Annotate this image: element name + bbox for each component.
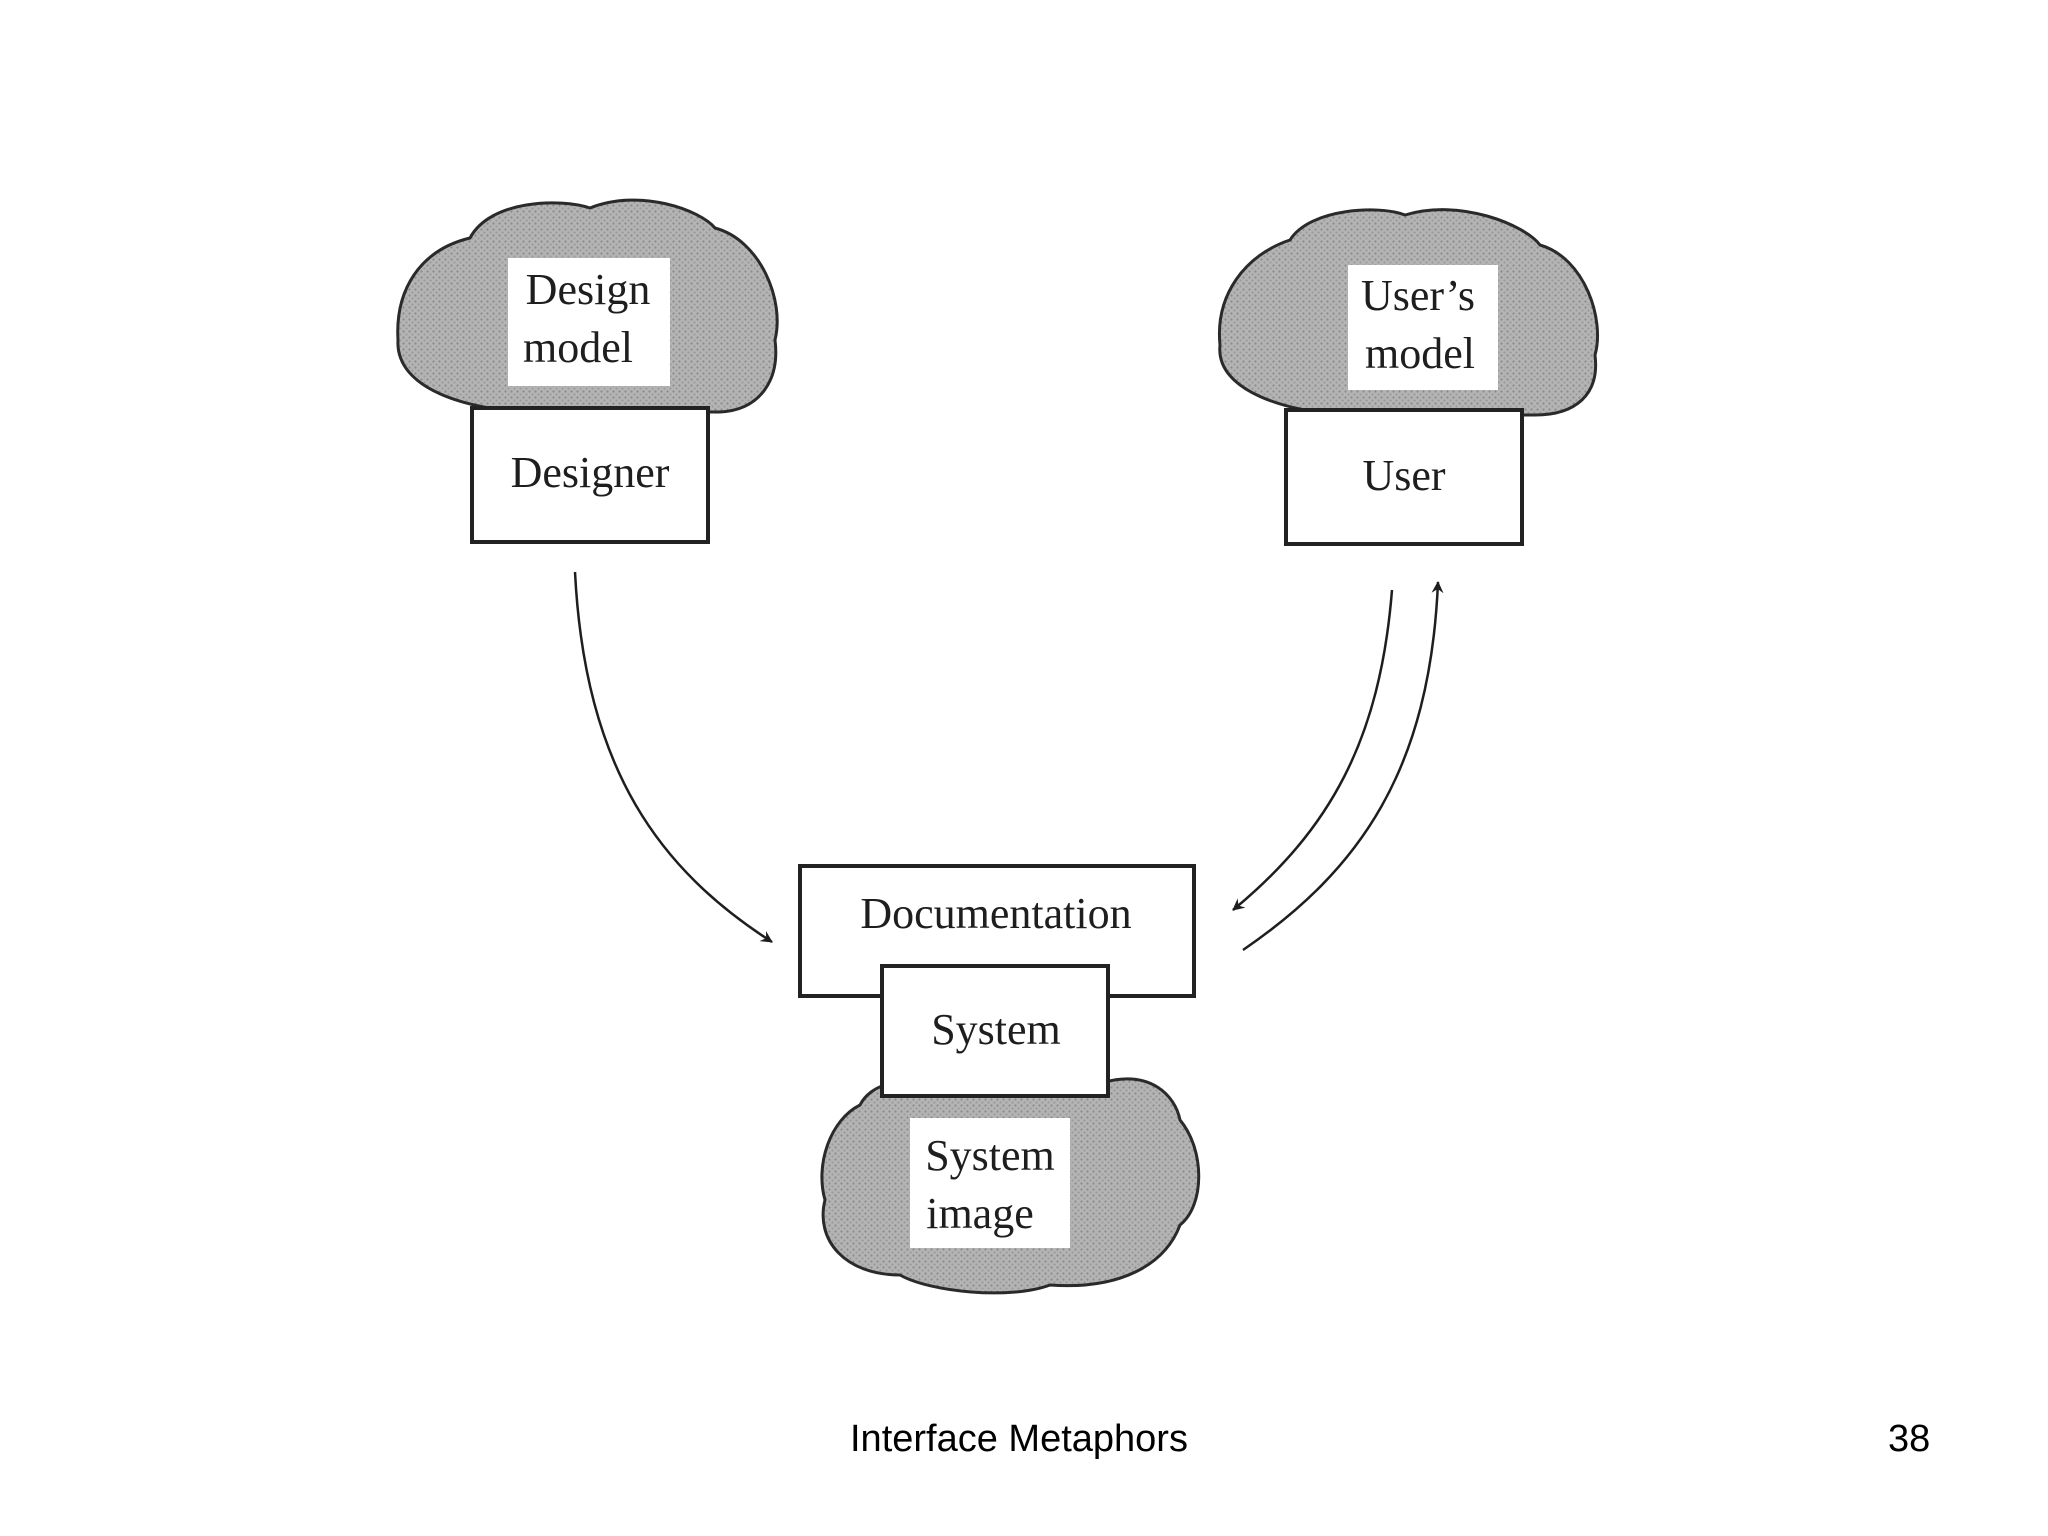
slide-page-number: 38 — [1888, 1418, 1931, 1460]
system-image-label-line2: image — [926, 1189, 1034, 1238]
system-image-label-line1: System — [925, 1131, 1055, 1180]
system-group: System image Documentation System — [798, 864, 1201, 1295]
design-model-label-line1: Design — [526, 265, 651, 314]
user-to-system-arrow — [1232, 589, 1394, 911]
documentation-label: Documentation — [860, 889, 1131, 938]
system-to-user-arrow — [1242, 581, 1444, 952]
users-model-label-bg — [1348, 265, 1498, 390]
designer-box — [470, 406, 710, 544]
designer-to-system-arrow — [573, 571, 773, 944]
design-model-label-line2: model — [523, 323, 633, 372]
user-label: User — [1362, 451, 1445, 500]
designer-group: Design model Designer — [396, 198, 779, 544]
system-image-label-bg — [910, 1118, 1070, 1248]
designer-label: Designer — [511, 448, 670, 497]
system-label: System — [931, 1005, 1061, 1054]
user-group: User’s model User — [1217, 208, 1600, 546]
slide-footer-title: Interface Metaphors — [850, 1418, 1188, 1460]
users-model-label-line2: model — [1365, 329, 1475, 378]
user-box — [1284, 408, 1524, 546]
system-box — [880, 964, 1110, 1098]
users-model-label-line1: User’s — [1361, 271, 1475, 320]
design-model-label-bg — [508, 258, 670, 386]
